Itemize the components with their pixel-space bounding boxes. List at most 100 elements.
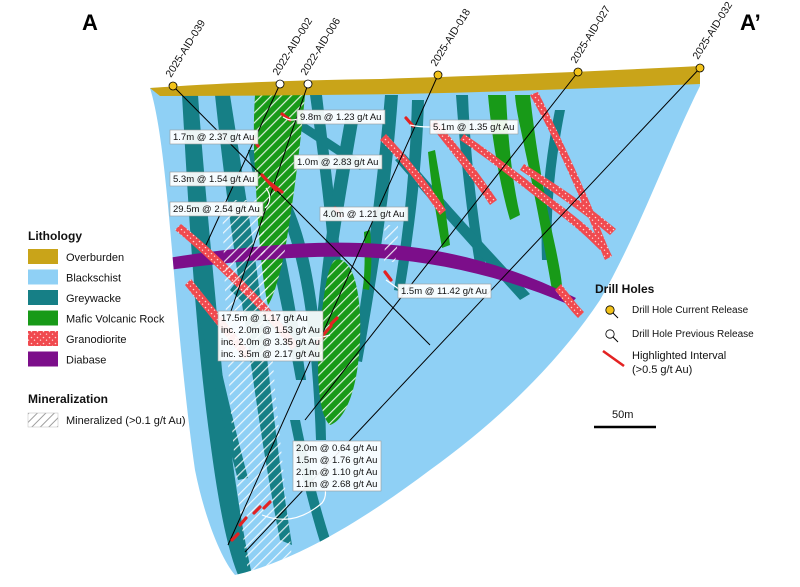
interval-label-box <box>296 109 386 125</box>
lithology-legend-item-greywacke: Greywacke <box>28 290 121 305</box>
previous-release-symbol <box>605 329 615 339</box>
drill-hole-trace-2025-AID-018 <box>227 74 439 546</box>
drill-hole-collars <box>168 63 705 91</box>
lithology-legend-item-overburden: Overburden <box>28 249 124 264</box>
drill-hole-label: 2025-AID-018 <box>428 7 473 69</box>
current-release-symbol <box>605 305 615 315</box>
lithology-label: Mafic Volcanic Rock <box>66 314 165 326</box>
lithology-label: Granodiorite <box>66 334 127 346</box>
scale-label: 50m <box>612 409 633 421</box>
interval-label: 1.0m @ 2.83 g/t Au <box>293 154 383 170</box>
interval-label-box <box>397 283 492 299</box>
drill-hole-label: 2025-AID-032 <box>690 0 735 62</box>
drill-hole-collar-2025-AID-039 <box>168 81 178 91</box>
mineralized-swatch <box>27 412 59 428</box>
interval-text: 1.0m @ 2.83 g/t Au <box>297 157 378 168</box>
drill-hole-label: 2025-AID-039 <box>163 18 208 80</box>
interval-text: 1.7m @ 2.37 g/t Au <box>173 132 254 143</box>
mineralization-title: Mineralization <box>28 392 108 406</box>
interval-text: inc. 2.0m @ 3.35 g/t Au <box>221 337 320 348</box>
interval-label: 9.8m @ 1.23 g/t Au <box>296 109 386 125</box>
interval-text: 1.5m @ 1.76 g/t Au <box>296 455 377 466</box>
interval-label: 1.7m @ 2.37 g/t Au <box>169 129 259 145</box>
highlighted-interval <box>329 316 339 326</box>
highlight-symbol <box>602 349 625 368</box>
interval-label: 2.0m @ 0.64 g/t Au1.5m @ 1.76 g/t Au2.1m… <box>292 440 382 492</box>
interval-label: 4.0m @ 1.21 g/t Au <box>319 206 409 222</box>
interval-label-box <box>319 206 409 222</box>
highlighted-interval <box>383 270 393 282</box>
drill-hole-trace-2025-AID-039 <box>172 85 431 346</box>
lithology-label: Overburden <box>66 252 124 264</box>
drill-holes-title: Drill Holes <box>595 282 655 296</box>
interval-text: 5.1m @ 1.35 g/t Au <box>433 122 514 133</box>
drill-hole-trace-2025-AID-027 <box>304 71 579 421</box>
lithology-swatch <box>28 290 58 305</box>
interval-label-box <box>169 129 259 145</box>
highlighted-interval <box>268 181 284 194</box>
drill-hole-trace-2022-AID-002 <box>205 83 281 246</box>
lithology-label: Blackschist <box>66 273 121 285</box>
lithology-legend-item-granodiorite: Granodiorite <box>28 331 127 346</box>
drill-hole-collar-2022-AID-006 <box>303 79 313 89</box>
highlighted-interval <box>404 116 415 128</box>
interval-text: 5.3m @ 1.54 g/t Au <box>173 174 254 185</box>
section-end-label: A’ <box>740 10 761 35</box>
highlight-label-line2: (>0.5 g/t Au) <box>632 364 692 376</box>
interval-text: 1.5m @ 11.42 g/t Au <box>401 286 487 297</box>
drill-hole-traces <box>172 67 701 553</box>
interval-text: 17.5m @ 1.17 g/t Au <box>221 313 308 324</box>
drill-hole-collar-2022-AID-002 <box>275 79 285 89</box>
mineralized-label: Mineralized (>0.1 g/t Au) <box>66 415 186 427</box>
lithology-legend-item-mafic_volcanic: Mafic Volcanic Rock <box>28 310 165 326</box>
mineralized-zones <box>222 95 398 572</box>
interval-text: 29.5m @ 2.54 g/t Au <box>173 204 260 215</box>
lithology-swatch <box>28 331 58 346</box>
interval-text: 1.1m @ 2.68 g/t Au <box>296 479 377 490</box>
previous-release-label: Drill Hole Previous Release <box>632 329 754 340</box>
interval-label-box <box>293 154 383 170</box>
interval-label-box <box>429 119 519 135</box>
lithology-legend-item-blackschist: Blackschist <box>28 269 121 285</box>
drill-hole-collar-2025-AID-027 <box>573 67 583 77</box>
lithology-swatch <box>28 269 58 285</box>
interval-text: 9.8m @ 1.23 g/t Au <box>300 112 381 123</box>
section-start-label: A <box>82 10 98 35</box>
lithology-legend: Lithology OverburdenBlackschistGreywacke… <box>28 229 165 367</box>
interval-label: 5.3m @ 1.54 g/t Au <box>169 171 259 187</box>
interval-label: 5.1m @ 1.35 g/t Au <box>429 119 519 135</box>
interval-text: inc. 2.0m @ 1.53 g/t Au <box>221 325 320 336</box>
interval-label: 29.5m @ 2.54 g/t Au <box>169 201 264 217</box>
scale-bar: 50m <box>594 409 656 429</box>
highlighted-interval <box>323 324 333 335</box>
drill-hole-collar-2025-AID-032 <box>695 63 705 73</box>
drill-holes-legend: Drill Holes Drill Hole Current Release D… <box>595 282 754 376</box>
interval-text: 4.0m @ 1.21 g/t Au <box>323 209 404 220</box>
highlighted-interval <box>238 516 248 527</box>
highlighted-interval <box>252 505 262 515</box>
interval-label: 1.5m @ 11.42 g/t Au <box>397 283 492 299</box>
current-release-label: Drill Hole Current Release <box>632 305 749 316</box>
lithology-swatch <box>28 310 58 326</box>
interval-text: 2.1m @ 1.10 g/t Au <box>296 467 377 478</box>
highlighted-interval <box>230 532 240 542</box>
overburden-layer <box>150 66 700 96</box>
interval-text: 2.0m @ 0.64 g/t Au <box>296 443 377 454</box>
lithology-legend-item-diabase: Diabase <box>28 351 106 367</box>
interval-label-box <box>169 171 259 187</box>
interval-label-box <box>217 310 324 362</box>
lithology-label: Greywacke <box>66 293 121 305</box>
highlighted-interval <box>262 500 272 510</box>
drill-hole-collar-2025-AID-018 <box>433 70 443 80</box>
drill-hole-trace-2022-AID-006 <box>227 83 309 321</box>
lithology-title: Lithology <box>28 229 82 243</box>
lithology-label: Diabase <box>66 355 106 367</box>
interval-labels: 9.8m @ 1.23 g/t Au 1.7m @ 2.37 g/t Au 5.1m… <box>169 109 519 492</box>
lithology-swatch <box>28 351 58 367</box>
interval-text: inc. 3.5m @ 2.17 g/t Au <box>221 349 320 360</box>
interval-label-box <box>169 201 264 217</box>
drill-hole-label: 2025-AID-027 <box>568 4 613 66</box>
